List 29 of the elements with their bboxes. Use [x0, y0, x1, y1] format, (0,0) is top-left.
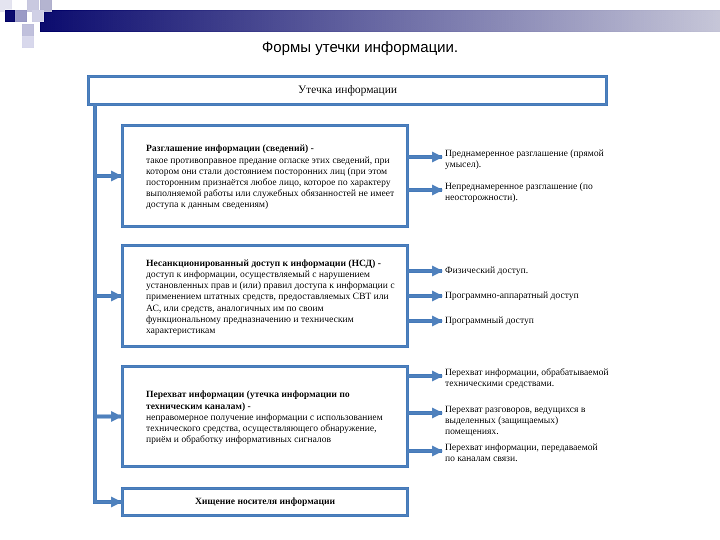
arrow	[93, 106, 122, 508]
diagram-title: Формы утечки информации.	[260, 39, 460, 56]
category-text: Непреднамеренное разглашение (по неосторожности).	[445, 181, 610, 205]
box-heading: Несанкционированный доступ к информации (НСД) -	[146, 258, 382, 269]
category-text: Программный доступ	[445, 315, 610, 327]
arrow	[409, 266, 444, 276]
category-text: Физический доступ.	[445, 265, 610, 277]
heading-box: Утечка информации	[87, 75, 608, 106]
category-text: Программно-аппаратный доступ	[445, 290, 610, 302]
box-text: такое противоправное предание огласке этих сведений, при котором они стали достоянием посторонних лиц (при этом посторонним признаётся любое лицо, которое по характеру выполняемой работы или служебных обязанностей не имеет доступа к данным сведениям)	[146, 154, 396, 211]
arrow	[409, 290, 444, 302]
box-text: неправомерное получение информации с использованием технического средства, осуществляющего обнаружение, приём и обработку информативных сигналов	[146, 412, 384, 446]
process-box	[121, 487, 409, 517]
category-text: Преднамеренное разглашение (прямой умысел).	[445, 148, 610, 172]
arrow	[409, 184, 444, 196]
process-box	[121, 124, 409, 228]
process-box	[121, 365, 409, 468]
box-text: доступ к информации, осуществляемый с нарушением установленных прав и (или) правил доступа к информации с применением штатных средств, предоставляемых СВТ или АС, или средств, аналогичных им по своим функциональному предназначению и техническим характеристикам	[146, 268, 396, 336]
arrow	[409, 316, 444, 326]
category-text: Перехват информации, передаваемой по каналам связи.	[445, 442, 610, 466]
arrow	[409, 446, 444, 456]
arrow	[409, 152, 444, 162]
arrow	[409, 408, 444, 418]
box-heading: Разглашение информации (сведений) -	[146, 143, 315, 155]
category-text: Перехват разговоров, ведущихся в выделенных (защищаемых) помещениях.	[445, 404, 610, 440]
process-box	[121, 244, 409, 348]
arrow	[409, 370, 444, 382]
category-text: Перехват информации, обрабатываемой техническими средствами.	[445, 367, 610, 403]
box-heading: Хищение носителя информации	[194, 496, 336, 508]
